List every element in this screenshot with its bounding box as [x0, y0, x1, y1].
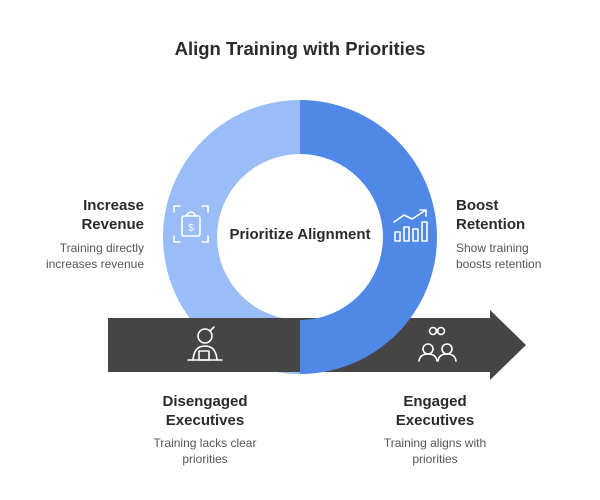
- description-line: priorities: [182, 451, 228, 466]
- heading-line: Revenue: [81, 216, 144, 233]
- diagram-title: Align Training with Priorities: [174, 38, 426, 59]
- description-line: Training directly: [59, 241, 144, 255]
- engaged-executives-heading: Engaged Executives: [360, 392, 510, 430]
- heading-line: Executives: [395, 412, 475, 429]
- heading-line: Increase: [83, 197, 144, 214]
- heading-line: Disengaged: [162, 393, 248, 410]
- ring-right-half: [300, 100, 437, 374]
- description-line: priorities: [412, 451, 458, 466]
- disengaged-executives-heading: Disengaged Executives: [130, 392, 280, 430]
- heading-line: Executives: [165, 412, 245, 429]
- idle-person-icon: [187, 326, 223, 361]
- boost-retention-description: Show training boosts retention: [456, 241, 576, 272]
- engaged-executives-description: Training aligns with priorities: [360, 436, 510, 467]
- heading-line: Engaged: [403, 393, 467, 410]
- growth-chart-icon: [393, 209, 428, 242]
- shopping-bag-dollar-icon: $: [173, 205, 209, 243]
- description-line: Training lacks clear: [153, 436, 257, 450]
- increase-revenue-heading: Increase Revenue: [40, 196, 144, 234]
- ring-left-half: [163, 100, 300, 374]
- description-line: Training aligns with: [383, 436, 487, 450]
- increase-revenue-description: Training directly increases revenue: [30, 241, 144, 272]
- disengaged-executives-description: Training lacks clear priorities: [130, 436, 280, 467]
- heading-line: Boost: [456, 197, 499, 214]
- people-connected-icon: [418, 326, 457, 362]
- description-line: increases revenue: [45, 256, 144, 271]
- heading-line: Retention: [456, 216, 526, 233]
- description-line: boosts retention: [456, 256, 542, 271]
- svg-text:$: $: [188, 223, 194, 234]
- center-label: Prioritize Alignment: [229, 226, 371, 243]
- description-line: Show training: [456, 241, 529, 255]
- boost-retention-heading: Boost Retention: [456, 196, 576, 234]
